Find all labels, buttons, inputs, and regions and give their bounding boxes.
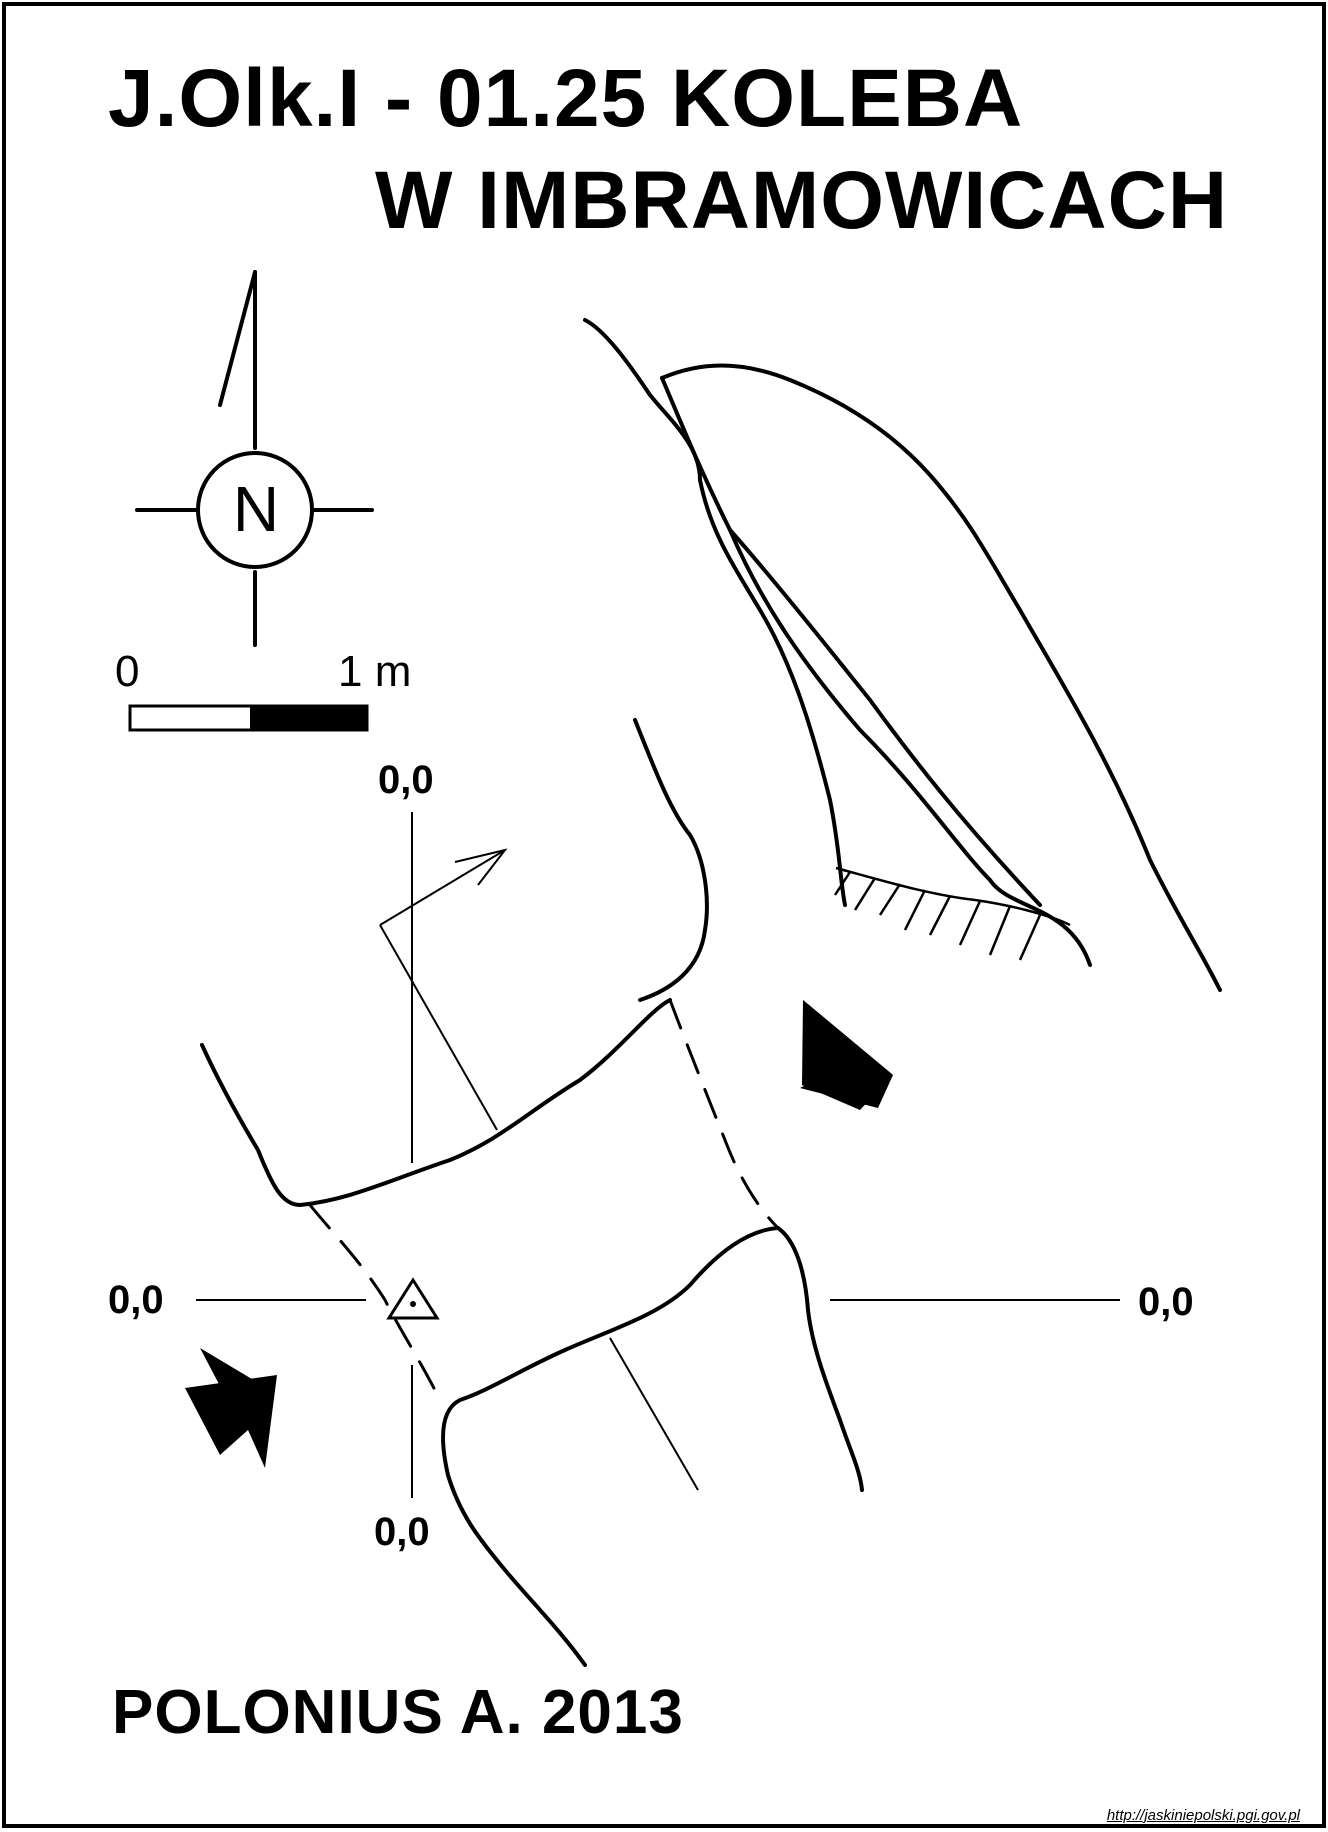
- entrance-arrow-icon-left-tip: [200, 1348, 262, 1405]
- survey-arrow-shaft: [379, 849, 506, 926]
- survey-station-icon: [386, 1277, 440, 1320]
- cave-wall-lower: [441, 1226, 780, 1667]
- entrance-arrow-icon-right-body: [802, 1000, 893, 1110]
- section-label-left: 0,0: [108, 1278, 164, 1322]
- section-label-top: 0,0: [378, 758, 434, 802]
- cave-wall-upper-right: [633, 718, 709, 1002]
- section-label-bottom: 0,0: [374, 1510, 430, 1554]
- survey-line-upper: [379, 924, 498, 1131]
- rock-outline-outer: [583, 318, 847, 907]
- entrance-arrow-icon-left: [185, 1375, 277, 1468]
- map-title-line1: J.Olk.I - 01.25 KOLEBA: [108, 53, 1024, 144]
- dashed-line-left: [308, 1203, 442, 1402]
- dashed-line-right: [668, 998, 780, 1230]
- scale-end-label: 1 m: [338, 647, 412, 696]
- section-label-right: 0,0: [1138, 1280, 1194, 1324]
- rock-block-outline: [660, 363, 1222, 992]
- author-credit: POLONIUS A. 2013: [112, 1678, 684, 1747]
- north-letter: N: [232, 473, 280, 545]
- source-url-link[interactable]: http://jaskiniepolski.pgi.gov.pl: [1106, 1807, 1300, 1824]
- cave-wall-upper-left: [200, 998, 672, 1207]
- north-arrow-icon: [135, 270, 374, 647]
- rock-diagonal: [728, 528, 1042, 907]
- scale-bar: [128, 704, 369, 732]
- scale-start-label: 0: [115, 647, 140, 696]
- cave-wall-middle: [776, 1226, 864, 1492]
- rock-block-inner-line: [660, 376, 1092, 967]
- survey-line-lower: [609, 1337, 699, 1491]
- map-title-line2: W IMBRAMOWICACH: [375, 155, 1229, 246]
- survey-arrow-head: [454, 848, 508, 886]
- ledge-hatching: [833, 866, 1071, 961]
